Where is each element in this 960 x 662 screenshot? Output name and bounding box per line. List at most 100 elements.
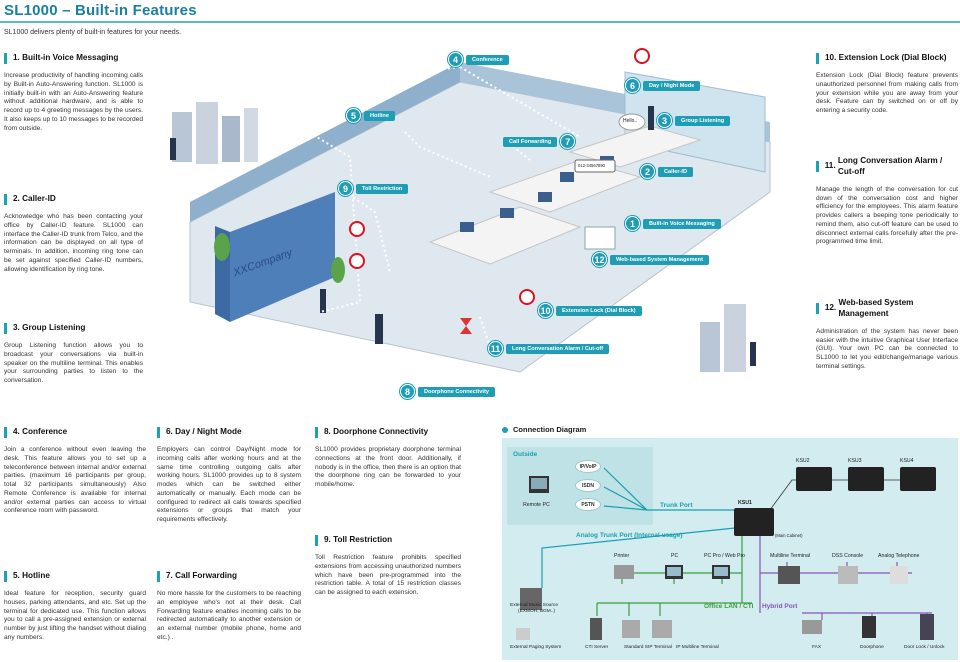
network-pstn: PSTN (575, 498, 601, 511)
callout-label: Toll Restriction (356, 183, 409, 194)
section-bar (816, 161, 819, 173)
remote-pc-label: Remote PC (523, 502, 550, 508)
hourglass-icon (460, 318, 472, 334)
feature-title: Doorphone Connectivity (333, 427, 429, 437)
dss-console-label: DSS Console (832, 553, 864, 559)
feature-day-night-mode: 6. Day / Night Mode Employers can contro… (157, 427, 301, 525)
callout-label: Extension Lock (Dial Block) (556, 305, 642, 316)
speech-bubble-text: Hello.. (623, 118, 638, 124)
feature-title: Web-based System Management (838, 298, 914, 318)
feature-number: 12. (824, 303, 837, 313)
feature-doorphone: 8. Doorphone Connectivity SL1000 provide… (315, 427, 461, 490)
feature-body: Acknowledge who has been contacting your… (4, 213, 143, 273)
feature-long-conversation-alarm: 11. Long Conversation Alarm / Cut-off Ma… (816, 156, 958, 247)
ip-multiline-label: IP Multiline Terminal (676, 645, 719, 650)
city-buildings-right (700, 304, 746, 372)
feature-title: Hotline (22, 571, 50, 581)
section-bar (4, 427, 7, 438)
office-lan-label: Office LAN / CTI (704, 603, 754, 610)
analog-trunk-port-label: Analog Trunk Port (Internal usage) (576, 532, 683, 539)
feature-title: Toll Restriction (333, 535, 393, 545)
section-bar (157, 427, 160, 438)
feature-number: 10. (825, 53, 837, 63)
printer-label: Printer (614, 553, 630, 559)
callout-number: 8 (400, 384, 415, 399)
page-subtitle: SL1000 delivers plenty of built-in featu… (4, 29, 182, 36)
paging-system-label: External Paging System (510, 645, 562, 650)
city-buildings-left (172, 102, 258, 164)
feature-number: 7. (166, 571, 173, 581)
feature-number: 11. (824, 161, 836, 171)
analog-telephone-label: Analog Telephone (878, 553, 920, 559)
callout-number: 5 (346, 108, 361, 123)
connection-diagram-heading: Connection Diagram (502, 425, 586, 434)
section-bar (4, 571, 7, 582)
feature-web-based-management: 12. Web-based System Management Administ… (816, 298, 958, 372)
outside-label: Outside (513, 451, 538, 458)
callout-label: Built-in Voice Messaging (643, 218, 721, 229)
feature-title: Call Forwarding (175, 571, 237, 581)
heading-dot-icon (502, 426, 508, 433)
speech-bubble (618, 113, 646, 131)
page-title: SL1000 – Built-in Features (4, 2, 197, 19)
pc-pro-label: PC Pro / Web Pro (704, 553, 746, 559)
hybrid-port-label: Hybrid Port (762, 603, 798, 610)
callout-label: Group Listening (675, 115, 731, 126)
callout-number: 1 (625, 216, 640, 231)
music-source-label: External Music Source (510, 603, 558, 608)
connection-diagram-lines (516, 467, 936, 640)
caller-id-display (574, 159, 616, 173)
section-bar (315, 535, 318, 546)
feature-body: Manage the length of the conversation fo… (816, 185, 958, 246)
feature-title: Long Conversation Alarm / Cut-off (837, 156, 943, 176)
callout-label: Doorphone Connectivity (418, 386, 495, 397)
sip-terminal-label: Standard SIP Terminal (624, 645, 672, 650)
feature-voice-messaging: 1. Built-in Voice Messaging Increase pro… (4, 53, 143, 133)
web-management-screen (584, 226, 616, 250)
callout-number: 10 (538, 303, 553, 318)
feature-hotline: 5. Hotline Ideal feature for reception, … (4, 571, 146, 643)
callout-number: 12 (592, 252, 607, 267)
plants (214, 233, 345, 283)
feature-number: 5. (13, 571, 20, 581)
feature-title: Group Listening (22, 323, 86, 333)
feature-body: Employers can control Day/Night mode for… (157, 446, 301, 524)
section-bar (4, 53, 7, 64)
ksu1-label: KSU1 (738, 500, 752, 506)
callout-label: Web-based System Management (610, 254, 709, 265)
ksu4-label: KSU4 (900, 458, 914, 464)
feature-body: Extension Lock (Dial Block) feature prev… (816, 72, 958, 115)
callout-label: Day / Night Mode (643, 80, 701, 91)
callout-label: Hotline (364, 110, 395, 121)
feature-conference: 4. Conference Join a conference without … (4, 427, 146, 516)
cti-server-label: CTI Server (585, 645, 609, 650)
section-bar (157, 571, 160, 582)
music-source-sub-label: (EXMOH, BGM..) (518, 609, 556, 614)
feature-number: 4. (13, 427, 20, 437)
feature-body: Group Listening function allows you to b… (4, 342, 143, 385)
people (170, 106, 756, 366)
pc-label: PC (671, 553, 679, 559)
callout-number: 7 (560, 134, 576, 149)
section-bar (4, 323, 7, 334)
fax-label: FAX (812, 645, 822, 650)
section-bar (315, 427, 318, 438)
section-bar (4, 194, 7, 205)
feature-title: Built-in Voice Messaging (22, 53, 119, 63)
feature-extension-lock: 10. Extension Lock (Dial Block) Extensio… (816, 53, 958, 116)
feature-body: SL1000 provides proprietary doorphone te… (315, 446, 461, 489)
doorphone-label: Doorphone (860, 645, 884, 650)
callout-label: Call Forwarding (503, 136, 558, 147)
